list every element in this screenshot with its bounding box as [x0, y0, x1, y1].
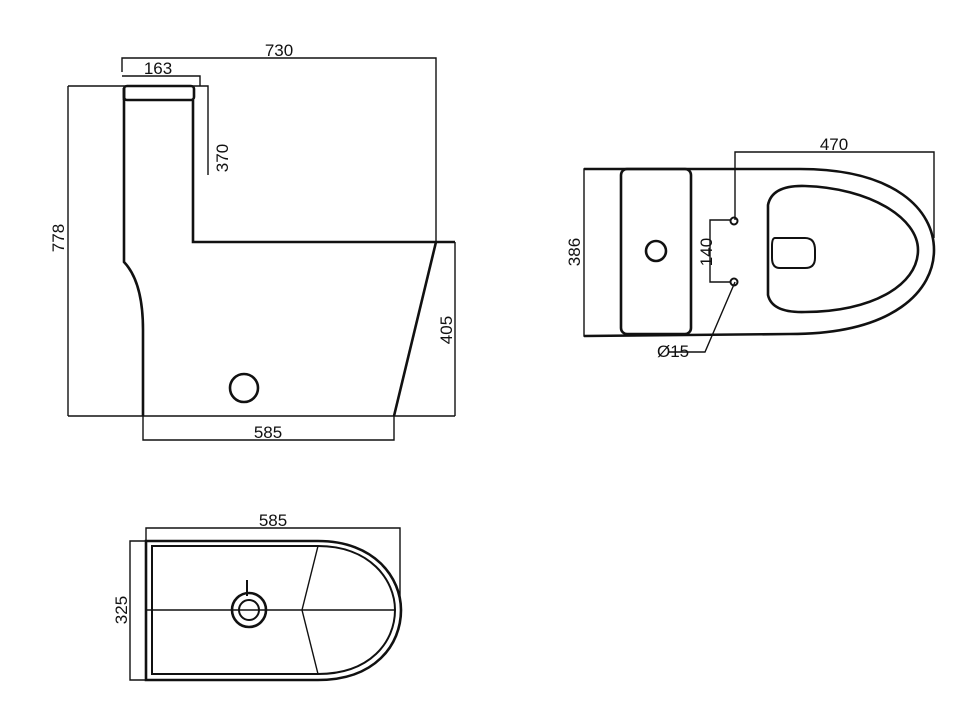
- bottom-view-drain-inner: [238, 599, 260, 621]
- top-view-tank: [619, 167, 693, 336]
- side-view-profile: [122, 84, 455, 417]
- top-view-outline: [583, 167, 936, 338]
- side-bowl-height-label: 405: [437, 316, 456, 344]
- bottom-length-label: 585: [259, 511, 287, 530]
- top-width-label: 386: [565, 238, 584, 266]
- top-hole-diameter-label: Ø15: [657, 342, 689, 361]
- bottom-view-drain-outer: [230, 591, 268, 629]
- top-view-bolt-hole-upper: [729, 216, 739, 226]
- top-view-bolt-hole-lower: [729, 277, 739, 287]
- top-view-drain: [771, 237, 816, 269]
- top-view-seat: [766, 184, 920, 314]
- top-view: 470 386 140 Ø15: [565, 135, 936, 361]
- side-view-dimension-lines: [67, 57, 456, 441]
- bottom-view-outline: [144, 539, 403, 682]
- side-overall-length-label: 730: [265, 41, 293, 60]
- bottom-view: 585 325: [112, 511, 403, 682]
- side-tank-depth-label: 163: [144, 59, 172, 78]
- bottom-width-label: 325: [112, 596, 131, 624]
- top-bolt-spacing-label: 140: [697, 238, 716, 266]
- side-view-outlet-circle: [228, 372, 260, 404]
- side-base-length-label: 585: [254, 423, 282, 442]
- top-view-flush-button: [644, 239, 668, 263]
- side-overall-height-label: 778: [49, 224, 68, 252]
- side-tank-height-label: 370: [213, 144, 232, 172]
- top-length-label: 470: [820, 135, 848, 154]
- side-view: 730 163 370 778 405 585: [49, 41, 456, 442]
- bottom-view-dimension-lines: [129, 527, 401, 681]
